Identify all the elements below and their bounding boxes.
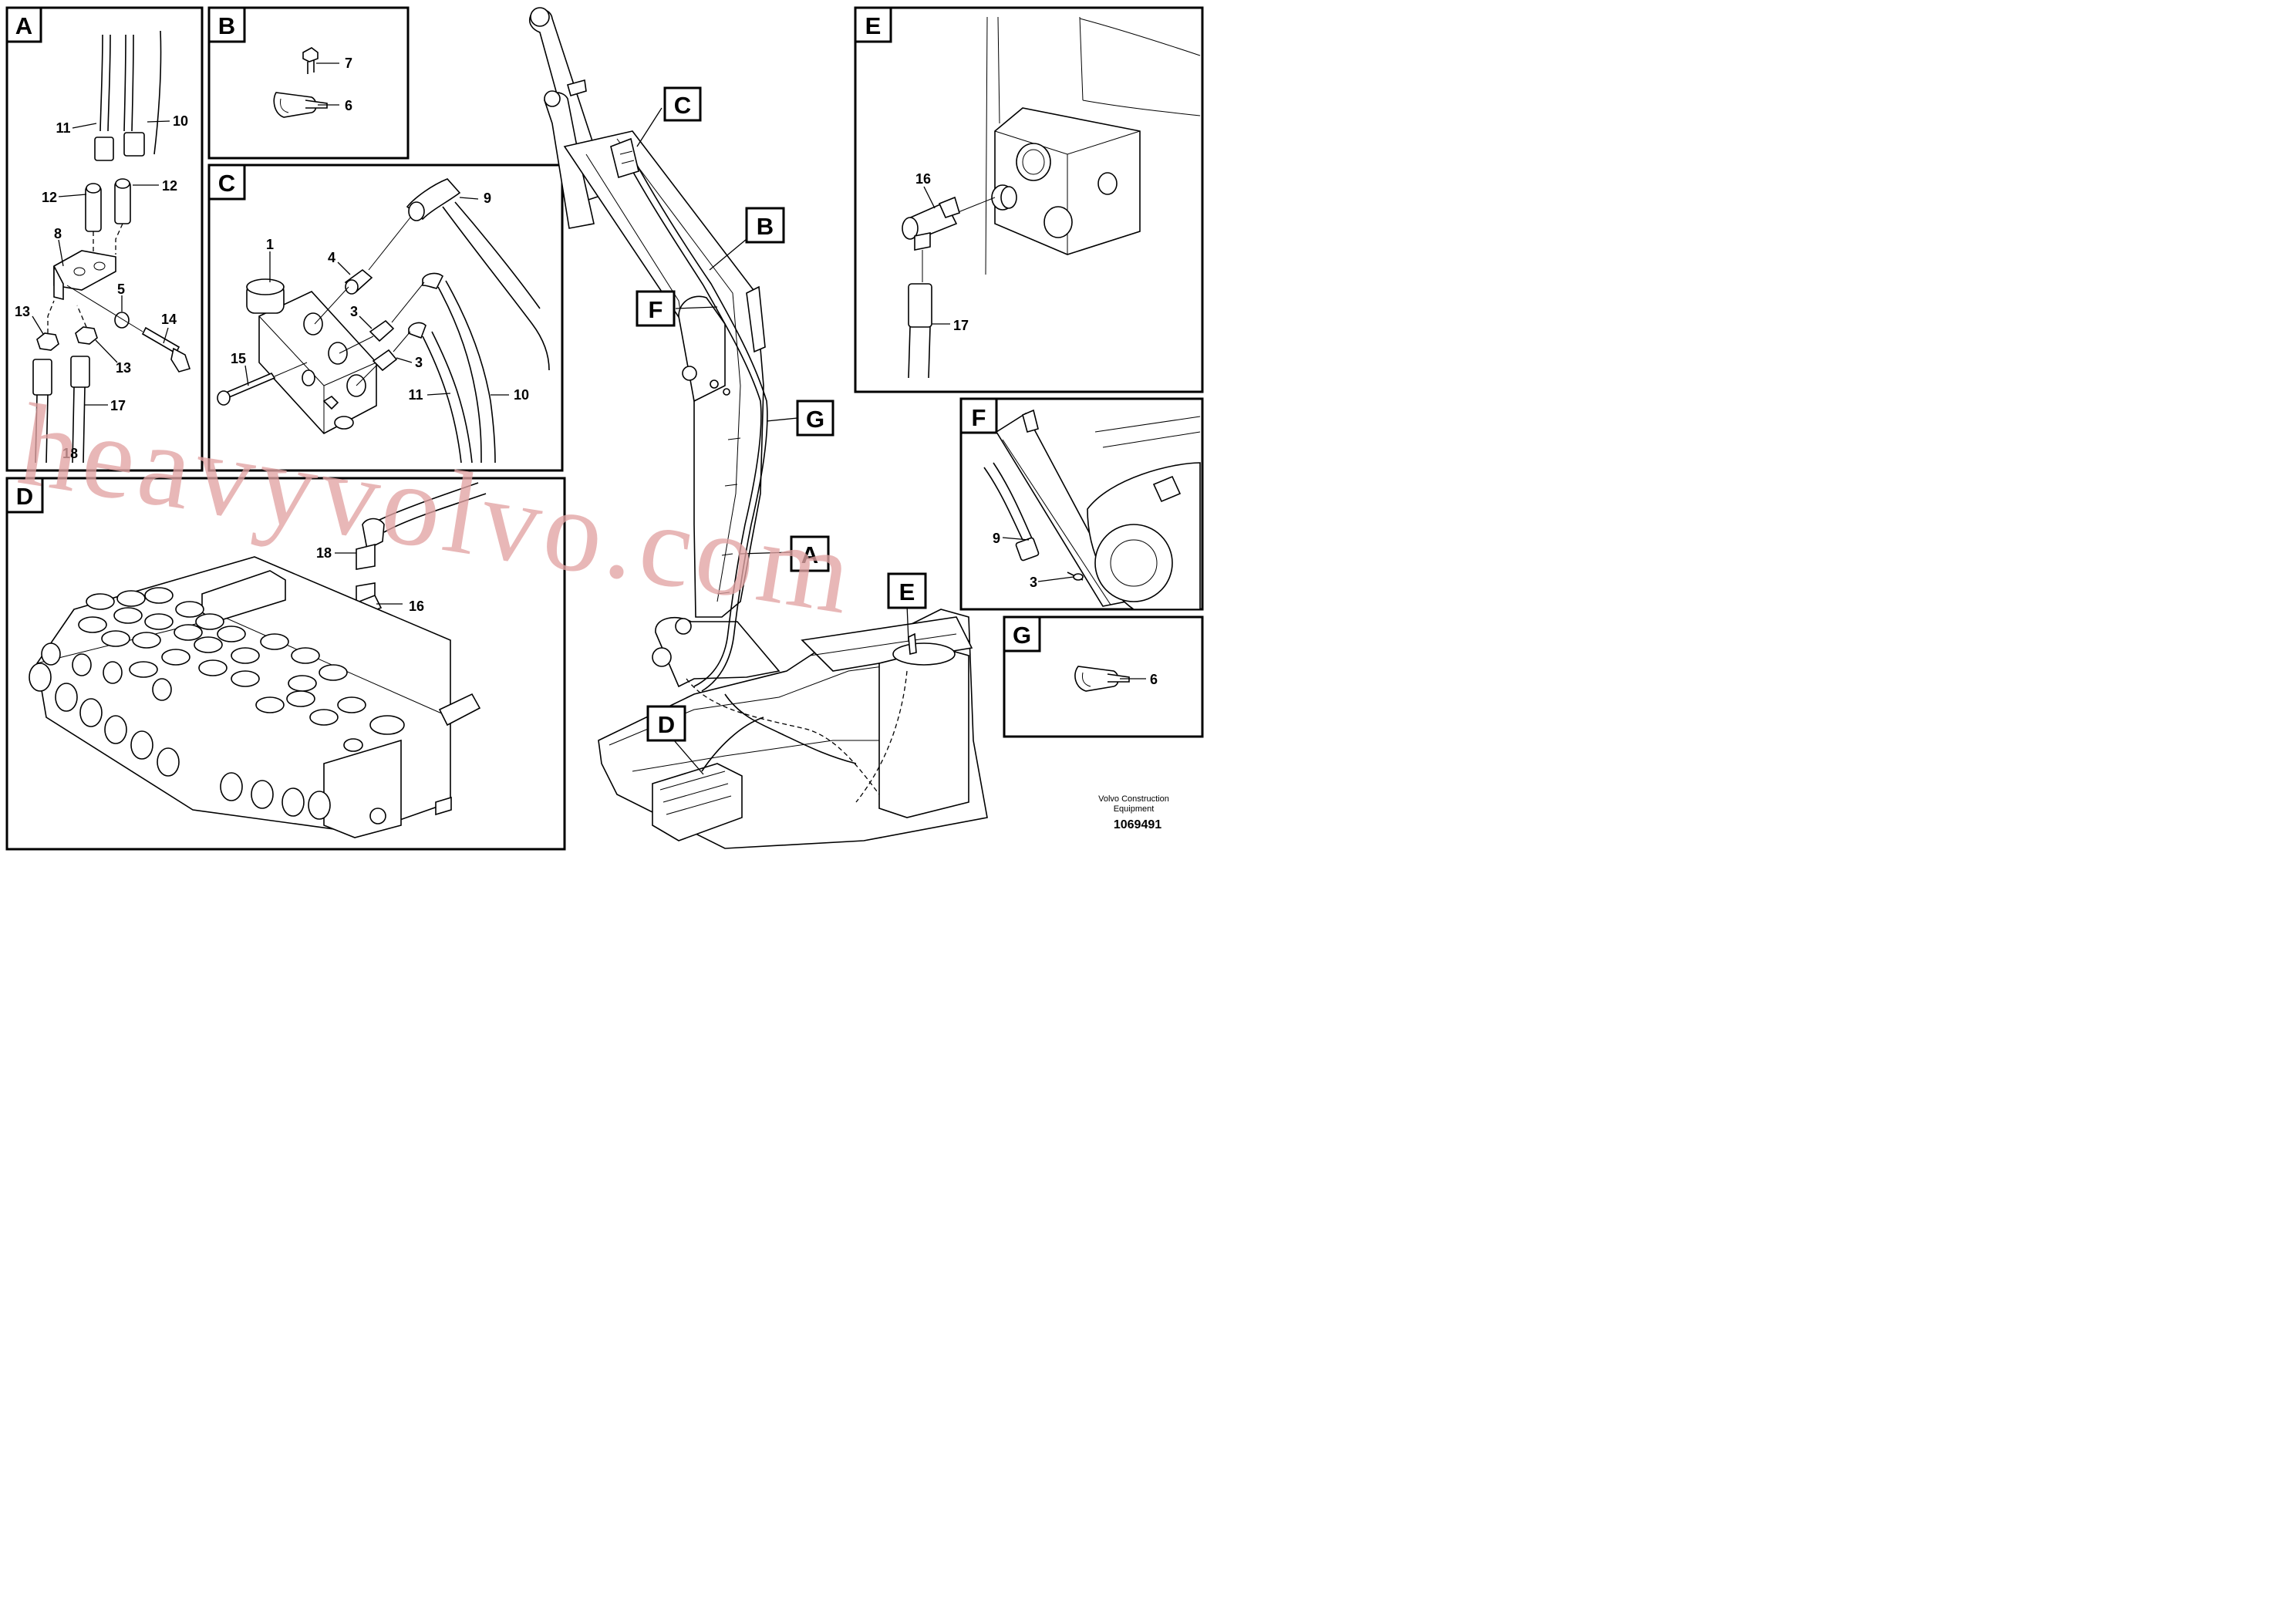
callout-c-10: 10: [514, 387, 529, 403]
credit-line-1: Volvo Construction: [1098, 794, 1169, 804]
panel-c-leaders: [244, 197, 509, 396]
overview-tag-c: C: [663, 86, 702, 122]
callout-e-16: 16: [915, 171, 931, 187]
overview-tag-d-box: [646, 705, 686, 742]
overview-tag-g-label: G: [806, 406, 824, 433]
overview-tag-f-label: F: [649, 296, 663, 323]
overview-tag-b-box: [745, 207, 785, 244]
callout-f-3: 3: [1030, 575, 1037, 590]
overview-tag-e-box: [887, 572, 927, 609]
callout-a-13-left: 13: [15, 304, 30, 319]
overview-tag-a-box: [790, 535, 830, 572]
callout-a-12-left: 12: [42, 190, 57, 205]
callout-a-13-right: 13: [116, 360, 131, 376]
panel-b-tag-box: [207, 6, 246, 43]
panel-g-tag: G: [1013, 622, 1031, 649]
overview-pointers: [636, 107, 909, 775]
panel-b: B 7 6: [207, 6, 410, 160]
overview-tag-c-label: C: [674, 92, 691, 119]
overview-tag-f-box: [636, 290, 676, 327]
panel-f-tag: F: [972, 404, 986, 431]
panel-a-leaders: [32, 120, 170, 406]
overview-tag-e-label: E: [899, 578, 915, 605]
overview-tag-b: B: [745, 207, 785, 244]
panel-f-tag-box: [959, 397, 998, 434]
credit-line-2: Equipment: [1114, 804, 1155, 814]
overview-tag-a: A: [790, 535, 830, 572]
overview-tag-c-box: [663, 86, 702, 122]
overview-tag-d: D: [646, 705, 686, 742]
callout-c-3-upper: 3: [350, 304, 358, 319]
panel-g-tag-box: [1003, 615, 1041, 653]
panel-f-leader-3: [1037, 576, 1074, 582]
valve-caps: [78, 587, 405, 752]
callout-c-11: 11: [408, 387, 423, 403]
callout-a-14: 14: [161, 312, 177, 327]
panel-a-tag: A: [15, 12, 32, 39]
panel-f-leader-9: [1002, 537, 1030, 541]
panel-e-tag: E: [865, 12, 882, 39]
panel-d-tag-box: [5, 477, 44, 514]
reference-number: 1069491: [1114, 818, 1161, 831]
panel-g: G 6: [1003, 615, 1204, 738]
callout-f-9: 9: [993, 531, 1000, 546]
panel-g-drawing: [1074, 666, 1130, 692]
callout-d-16: 16: [409, 599, 424, 614]
callout-a-8: 8: [54, 226, 62, 241]
panel-e: E 16 17: [854, 6, 1204, 393]
overview-tag-b-label: B: [757, 213, 774, 240]
panel-e-leader-16: [923, 186, 936, 209]
overview-tag-f: F: [636, 290, 676, 327]
panel-f-frame: [959, 397, 1204, 611]
panel-a: A: [5, 6, 204, 472]
panel-d-drawing: [29, 482, 487, 838]
callout-b-6: 6: [345, 98, 352, 113]
callout-a-12-right: 12: [162, 178, 177, 194]
panel-e-frame: [854, 6, 1204, 393]
callout-g-6: 6: [1150, 672, 1158, 687]
callout-d-18: 18: [316, 545, 332, 561]
panel-b-drawing: [273, 47, 328, 118]
callout-c-4: 4: [328, 250, 335, 265]
panel-c-tag-box: [207, 164, 246, 201]
callout-c-9: 9: [484, 191, 491, 206]
panel-c-frame: [207, 164, 564, 472]
overview-tag-g-box: [796, 400, 834, 437]
panel-a-frame: [5, 6, 204, 472]
panel-g-frame: [1003, 615, 1204, 738]
overview-tag-d-label: D: [658, 711, 675, 738]
overview-tag-a-label: A: [801, 541, 818, 568]
callout-a-10: 10: [173, 113, 188, 129]
panel-d-frame: [5, 477, 566, 851]
callout-c-1: 1: [266, 237, 274, 252]
callout-c-15: 15: [231, 351, 246, 366]
panel-a-drawing: [32, 30, 191, 464]
panel-d-tag: D: [16, 483, 33, 510]
overview-tag-e: E: [887, 572, 927, 609]
callout-e-17: 17: [953, 318, 969, 333]
panel-e-tag-box: [854, 6, 892, 43]
callout-a-17: 17: [110, 398, 126, 413]
panel-c-drawing: [217, 178, 550, 464]
parts-diagram: A: [5, 6, 1204, 851]
callout-a-11: 11: [56, 120, 70, 136]
callout-b-7: 7: [345, 56, 352, 71]
panel-a-tag-box: [5, 6, 42, 43]
callout-a-5: 5: [117, 282, 125, 297]
overview-tag-g: G: [796, 400, 834, 437]
panel-b-frame: [207, 6, 410, 160]
panel-d: D: [5, 477, 566, 851]
panel-f-drawing: [983, 409, 1201, 610]
spool-ends: [29, 642, 331, 820]
panel-b-tag: B: [218, 12, 235, 39]
panel-f: F 9 3: [959, 397, 1204, 611]
panel-e-drawing: [902, 16, 1201, 379]
callout-a-18: 18: [62, 446, 78, 461]
callout-c-3-lower: 3: [415, 355, 423, 370]
overview-machine: [528, 7, 988, 849]
panel-c: C: [207, 164, 564, 472]
panel-c-tag: C: [218, 170, 235, 197]
